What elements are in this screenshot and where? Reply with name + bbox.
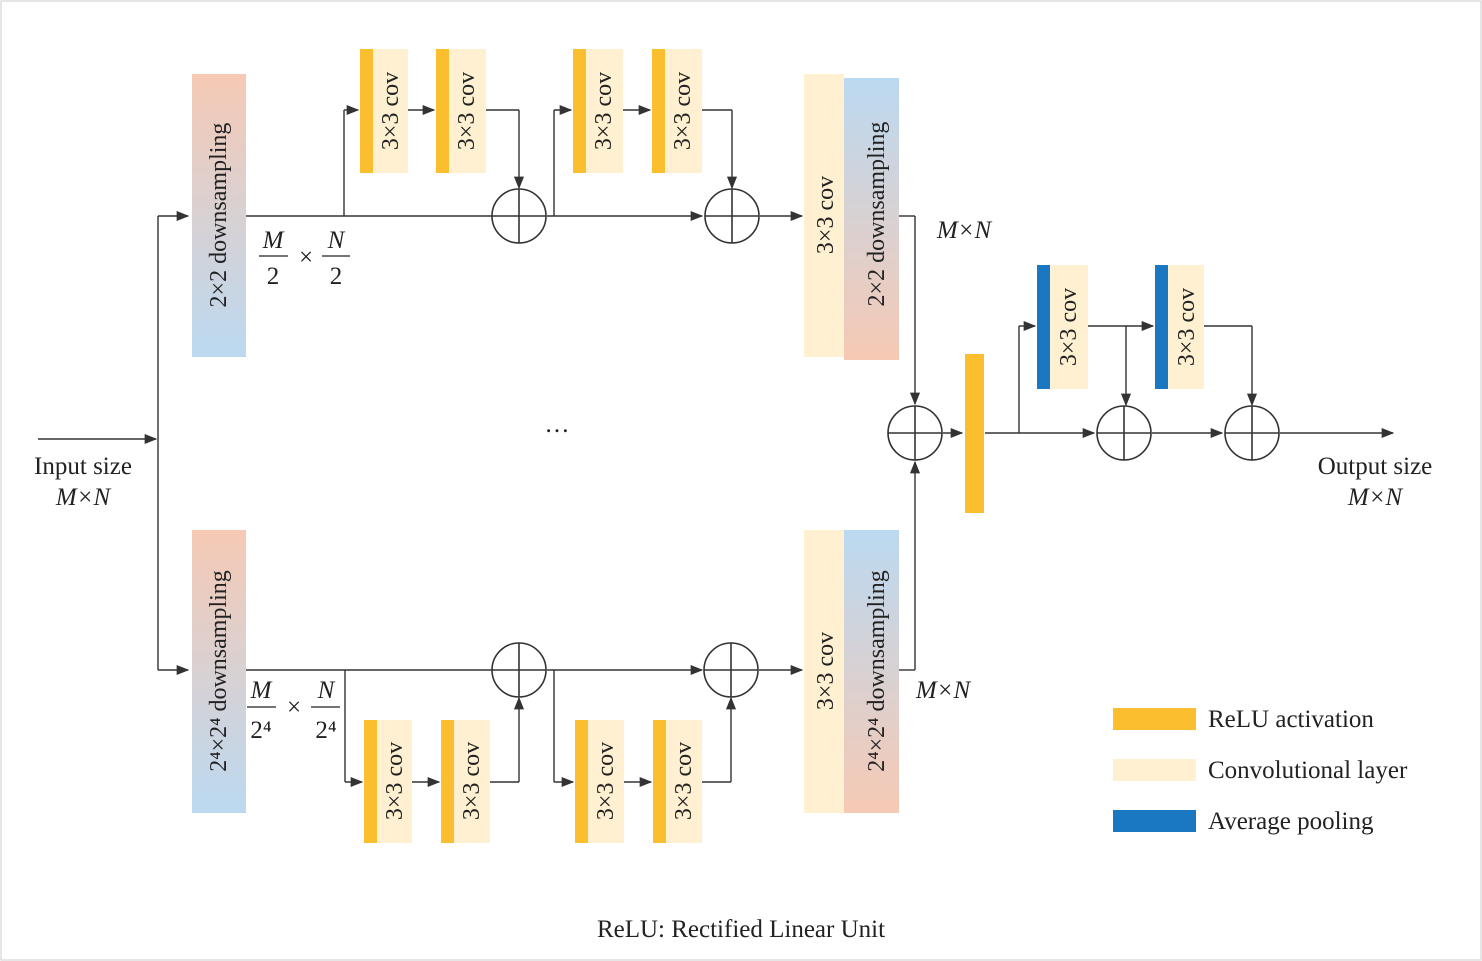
conv-layer xyxy=(666,720,702,843)
sum-node-top-2 xyxy=(704,188,760,244)
conv-block: 3×3 cov xyxy=(360,49,408,173)
fraction-bottom-m-num: M xyxy=(250,677,273,704)
relu-bar xyxy=(653,720,666,843)
figure-caption: ReLU: Rectified Linear Unit xyxy=(597,916,885,943)
fraction-bottom-n-num: N xyxy=(317,677,336,704)
conv-layer xyxy=(373,49,408,173)
legend-label: Average pooling xyxy=(1208,808,1374,835)
relu-bar xyxy=(360,49,373,173)
sum-node-merge xyxy=(887,405,943,461)
pool-conv-block: 3×3 cov xyxy=(1155,265,1204,389)
conv-layer xyxy=(1168,265,1204,389)
sum-node-bottom-1 xyxy=(491,642,547,698)
conv-layer xyxy=(586,49,623,173)
ellipsis: … xyxy=(545,411,570,438)
sum-node-bottom-2 xyxy=(703,642,759,698)
fraction-top-n-den: 2 xyxy=(330,263,343,290)
connectors xyxy=(38,104,1395,788)
conv-block: 3×3 cov xyxy=(364,720,412,843)
conv-layer xyxy=(449,49,486,173)
up-conv-label-bottom: 3×3 cov xyxy=(813,632,839,710)
sum-node-top-1 xyxy=(491,188,547,244)
fraction-top-n-num: N xyxy=(327,227,346,254)
conv-layer xyxy=(377,720,412,843)
conv-block: 3×3 cov xyxy=(575,720,624,843)
conv-label: 3×3 cov xyxy=(670,72,696,150)
conv-block: 3×3 cov xyxy=(653,720,702,843)
conv-block: 3×3 cov xyxy=(573,49,623,173)
input-size-title: Input size xyxy=(34,453,132,480)
output-size-dims: M×N xyxy=(1347,484,1404,511)
fraction-top-times: × xyxy=(299,244,313,271)
downsampling-label-top: 2×2 downsampling xyxy=(206,123,232,308)
legend-swatch xyxy=(1113,708,1196,730)
conv-label: 3×3 cov xyxy=(378,72,404,150)
input-size-dims: M×N xyxy=(55,484,112,511)
fraction-bottom-times: × xyxy=(287,694,301,721)
sum-nodes xyxy=(491,188,1280,698)
legend-label: Convolutional layer xyxy=(1208,757,1408,784)
conv-layer xyxy=(454,720,490,843)
legend-swatch xyxy=(1113,759,1196,781)
downsampling-block-bottom xyxy=(192,530,246,813)
up-conv-label-top: 3×3 cov xyxy=(813,176,839,254)
conv-label: 3×3 cov xyxy=(593,742,619,820)
up-conv-layer-bottom xyxy=(804,530,844,813)
conv-label: 3×3 cov xyxy=(1174,288,1200,366)
conv-block: 3×3 cov xyxy=(652,49,702,173)
conv-label: 3×3 cov xyxy=(459,742,485,820)
relu-bar xyxy=(652,49,665,173)
conv-layer xyxy=(1050,265,1088,389)
up-block-label-top: 2×2 downsampling xyxy=(864,122,890,307)
output-size-title: Output size xyxy=(1318,453,1433,480)
relu-bar xyxy=(436,49,449,173)
relu-bar xyxy=(364,720,377,843)
top-branch-output-dims: M×N xyxy=(936,217,993,244)
fraction-bottom-m-den: 2⁴ xyxy=(250,717,272,744)
conv-layer xyxy=(665,49,702,173)
conv-label: 3×3 cov xyxy=(454,72,480,150)
fraction-bottom-n-den: 2⁴ xyxy=(315,717,337,744)
conv-block: 3×3 cov xyxy=(436,49,486,173)
legend-label: ReLU activation xyxy=(1208,706,1374,733)
pool-bar xyxy=(1155,265,1168,389)
up-block-label-bottom: 2⁴×2⁴ downsampling xyxy=(864,570,890,772)
conv-block: 3×3 cov xyxy=(441,720,490,843)
conv-label: 3×3 cov xyxy=(671,742,697,820)
downsampling-block-top xyxy=(192,74,246,357)
fraction-bottom: M 2⁴ × N 2⁴ xyxy=(247,677,340,744)
up-block-bottom xyxy=(844,530,899,813)
downsampling-label-bottom: 2⁴×2⁴ downsampling xyxy=(206,570,232,772)
pool-conv-block: 3×3 cov xyxy=(1037,265,1088,389)
conv-label: 3×3 cov xyxy=(591,72,617,150)
up-block-top xyxy=(844,78,899,360)
up-conv-layer-top xyxy=(804,74,844,357)
pool-bar xyxy=(1037,265,1050,389)
bottom-branch-output-dims: M×N xyxy=(915,677,972,704)
relu-bar xyxy=(441,720,454,843)
fraction-top-m-den: 2 xyxy=(267,263,280,290)
fraction-top: M 2 × N 2 xyxy=(259,227,350,290)
conv-label: 3×3 cov xyxy=(1056,288,1082,366)
legend-swatch xyxy=(1113,810,1196,832)
sum-node-tail-2 xyxy=(1224,405,1280,461)
relu-bar xyxy=(573,49,586,173)
conv-label: 3×3 cov xyxy=(382,742,408,820)
relu-bar-merge xyxy=(965,354,984,513)
fraction-top-m-num: M xyxy=(262,227,285,254)
conv-layer xyxy=(588,720,624,843)
relu-bar xyxy=(575,720,588,843)
sum-node-tail-1 xyxy=(1096,405,1152,461)
